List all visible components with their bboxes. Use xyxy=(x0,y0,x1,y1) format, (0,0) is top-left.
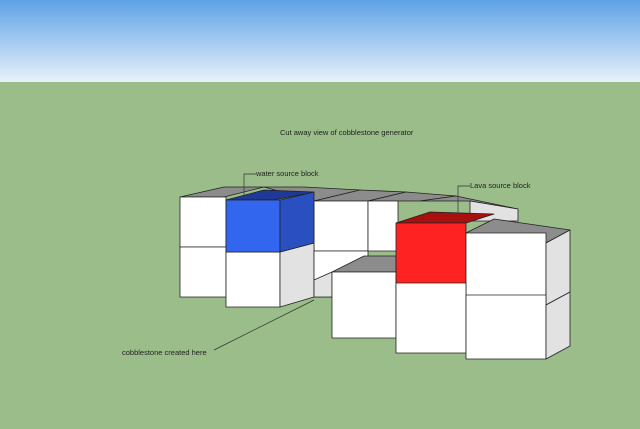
water-label: water source block xyxy=(255,169,319,178)
block-front xyxy=(465,232,547,306)
block-front xyxy=(465,294,547,360)
block-front xyxy=(367,200,399,252)
block-front xyxy=(179,246,227,298)
cobble-leader xyxy=(213,299,315,351)
lava-leader xyxy=(457,185,470,213)
leader-lines xyxy=(213,173,470,351)
water-side-face xyxy=(279,191,315,253)
lava-label: Lava source block xyxy=(470,181,531,190)
cobblestone-label: cobblestone created here xyxy=(122,348,207,357)
water-source-block xyxy=(225,199,281,253)
water-leader xyxy=(243,173,256,196)
block-side xyxy=(279,242,315,308)
block-front xyxy=(395,282,467,354)
sky xyxy=(0,0,640,82)
lava-source-block xyxy=(395,222,467,292)
block-side xyxy=(545,291,571,360)
diagram-title: Cut away view of cobblestone generator xyxy=(280,128,414,137)
block-front xyxy=(225,251,281,308)
block-structure xyxy=(179,186,571,360)
block-front xyxy=(179,196,227,248)
block-front xyxy=(331,271,397,339)
block-front xyxy=(313,200,369,252)
